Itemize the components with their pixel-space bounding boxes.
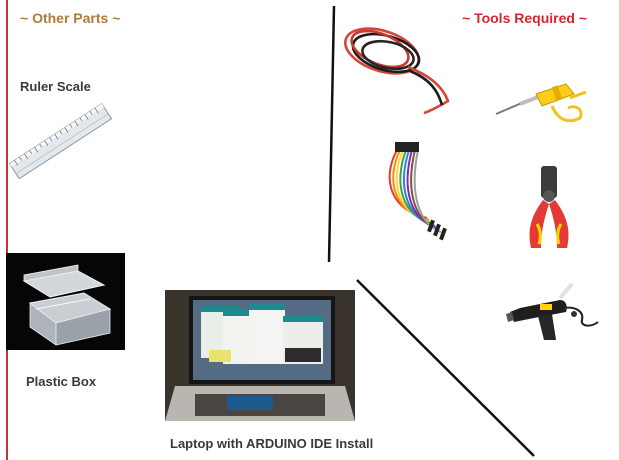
- laptop-icon: [165, 290, 355, 421]
- ruler-icon: [8, 102, 113, 180]
- laptop-label: Laptop with ARDUINO IDE Install: [170, 436, 374, 451]
- laptop-image: [165, 290, 355, 421]
- plastic-box-icon: [22, 264, 112, 346]
- ruler-scale-label: Ruler Scale: [20, 79, 91, 94]
- wire-stripper-icon: [529, 166, 569, 248]
- jumper-wires-icon: [388, 142, 447, 241]
- wire-spool-icon: [344, 27, 450, 115]
- left-border-line: [6, 0, 8, 460]
- tools-required-title: ~ Tools Required ~: [462, 10, 587, 26]
- soldering-iron-icon: [495, 83, 587, 123]
- plastic-box-image: [6, 253, 125, 350]
- plastic-box-label: Plastic Box: [26, 374, 97, 389]
- other-parts-title: ~ Other Parts ~: [20, 10, 121, 26]
- glue-gun-icon: [506, 282, 599, 340]
